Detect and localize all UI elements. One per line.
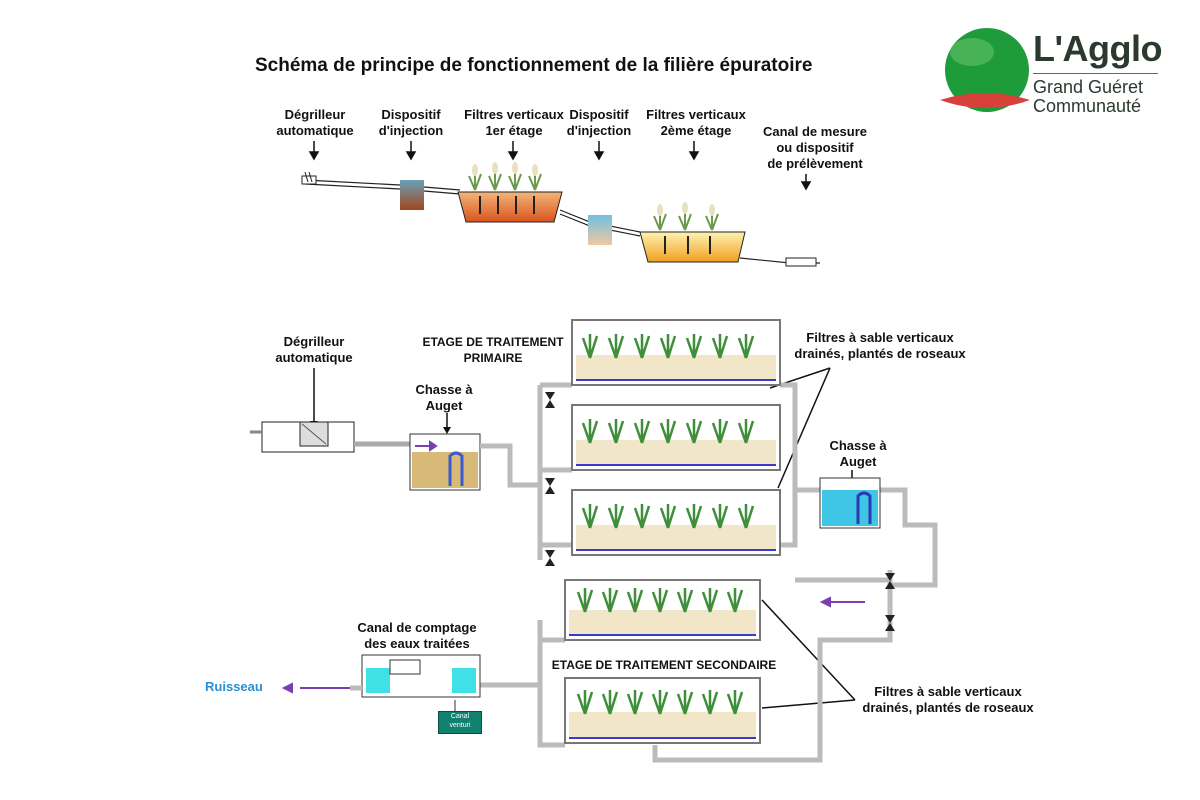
label-ruisseau: Ruisseau xyxy=(205,679,263,694)
top-schema xyxy=(301,141,820,267)
secondary-filters xyxy=(564,579,761,744)
logo-mark xyxy=(940,28,1030,112)
logo-line2: Communauté xyxy=(1033,96,1142,116)
label-etage-secondaire: ETAGE DE TRAITEMENT SECONDAIRE xyxy=(551,658,777,672)
bottom-schema xyxy=(250,319,938,763)
logo-divider xyxy=(1033,73,1158,74)
logo-name: L'Agglo xyxy=(1033,28,1163,69)
page-title: Schéma de principe de fonctionnement de … xyxy=(255,55,813,76)
logo-line1: Grand Guéret xyxy=(1033,77,1144,97)
